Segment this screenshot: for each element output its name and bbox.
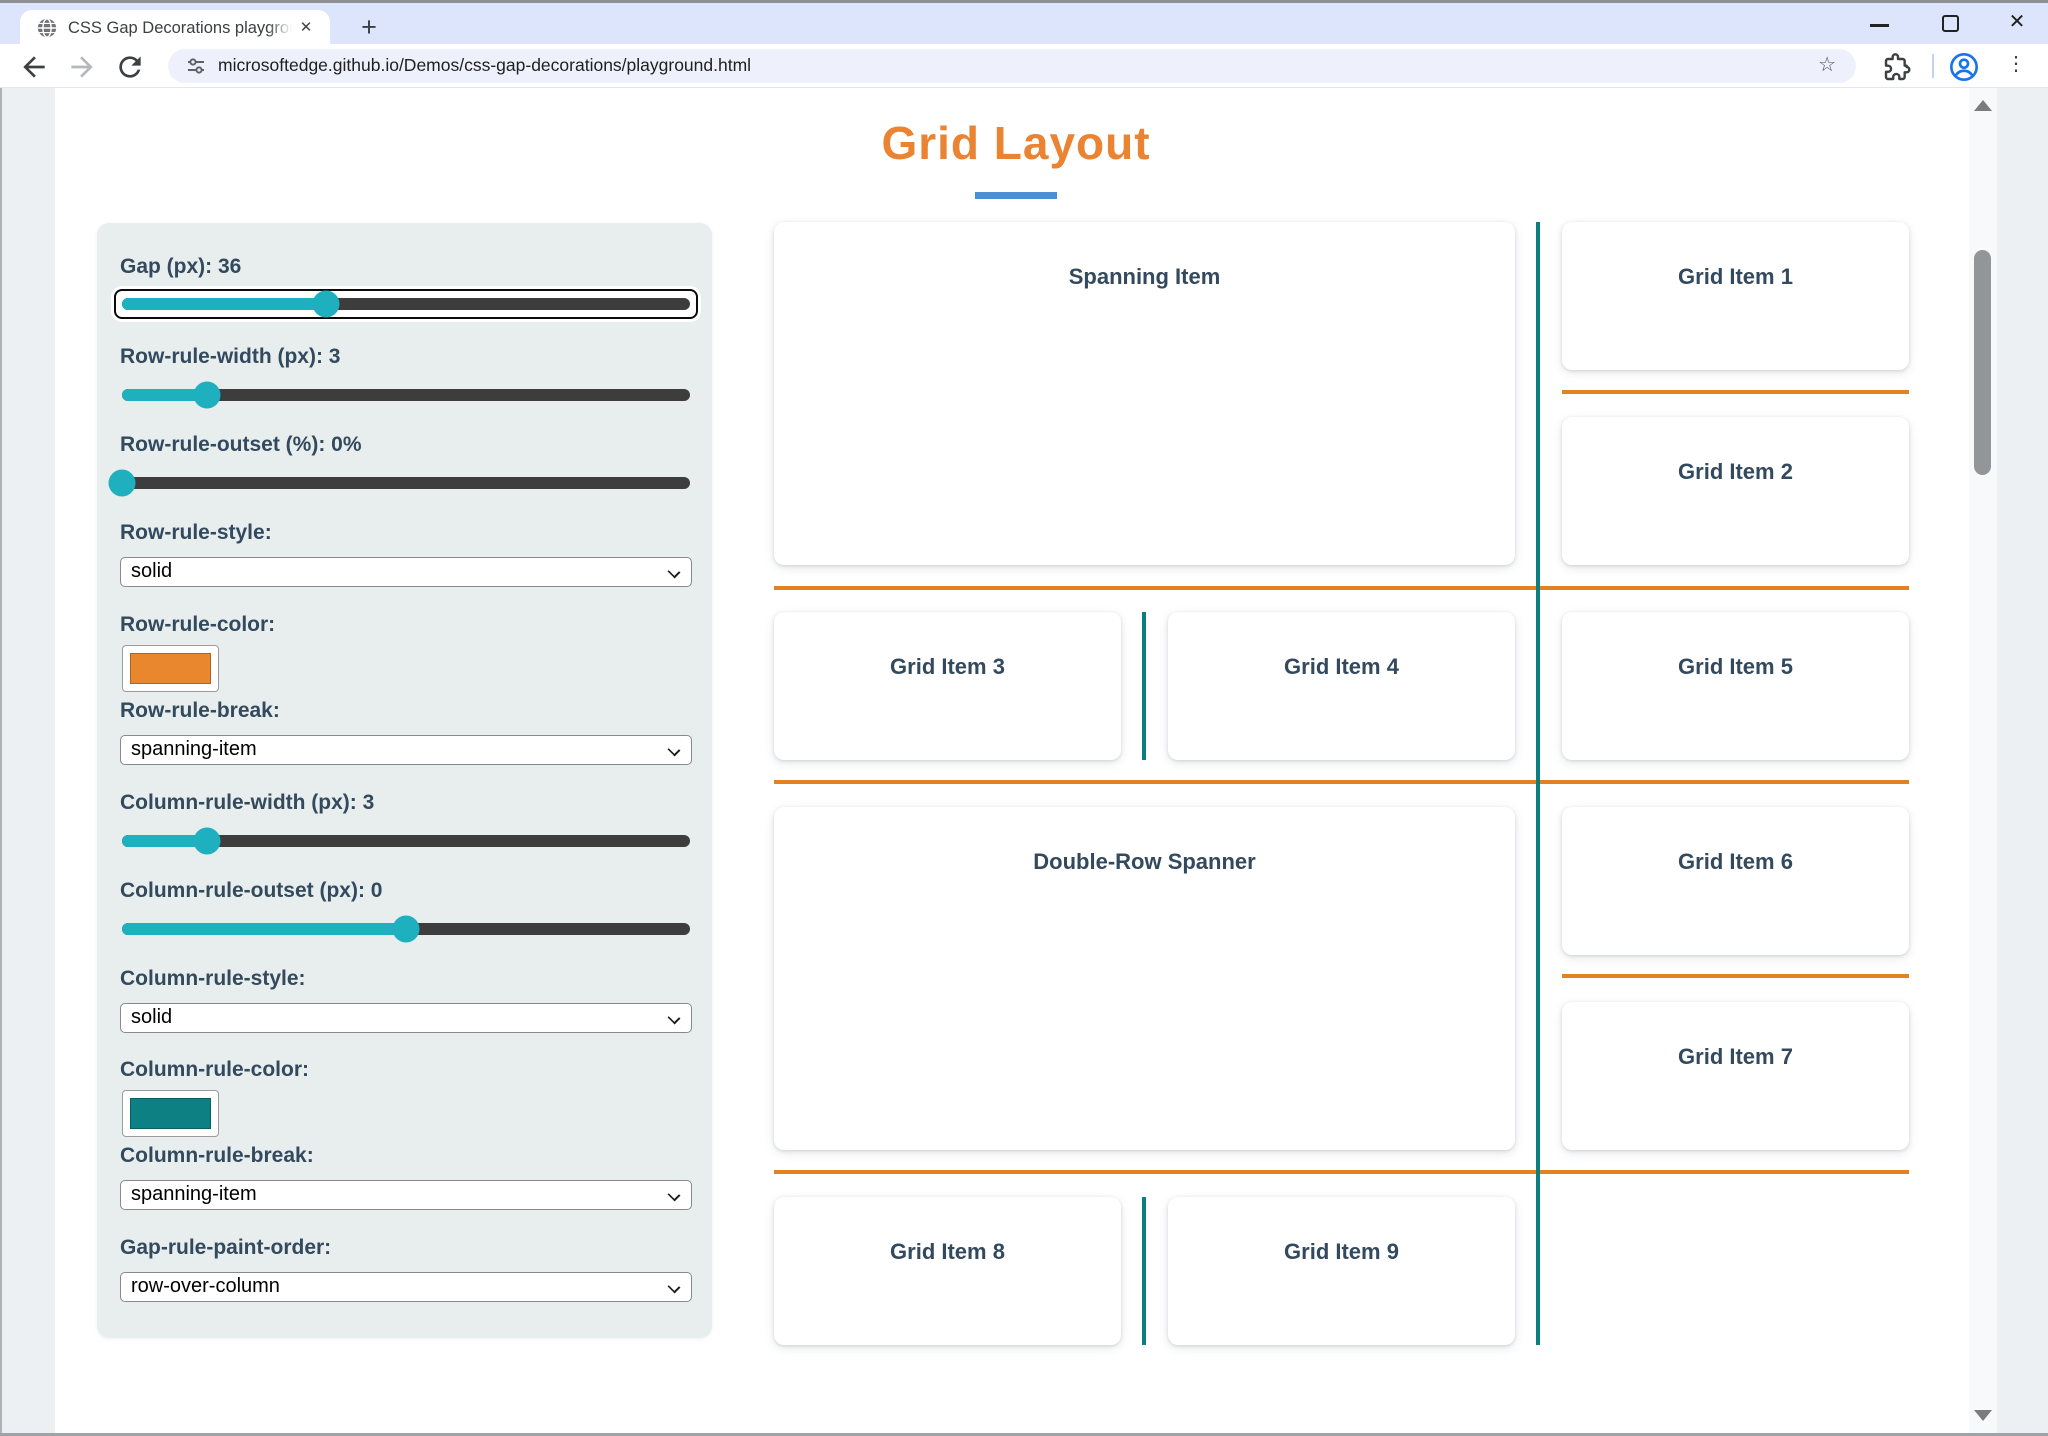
grid-card-5: Grid Item 5: [1562, 612, 1909, 760]
row-rule-break-value: spanning-item: [131, 738, 257, 760]
column-rule-outset-slider[interactable]: [122, 915, 690, 943]
profile-avatar-icon[interactable]: [1948, 51, 1980, 83]
grid-card-4: Grid Item 4: [1168, 612, 1515, 760]
forward-button[interactable]: [66, 51, 98, 83]
gap-slider[interactable]: [122, 290, 690, 318]
row-rule-width-label: Row-rule-width (px): 3: [120, 345, 341, 368]
column-rule-width-slider-thumb[interactable]: [193, 827, 221, 855]
extensions-puzzle-icon[interactable]: [1880, 51, 1912, 83]
gap-slider-thumb[interactable]: [312, 290, 340, 318]
row-rule-color-swatch: [130, 653, 211, 684]
column-rule-color-swatch: [130, 1098, 211, 1129]
grid-card-6: Grid Item 6: [1562, 807, 1909, 955]
gap-rule-paint-order-value: row-over-column: [131, 1275, 280, 1297]
bookmark-star-icon[interactable]: ☆: [1818, 54, 1836, 76]
grid-demo: Spanning Item Grid Item 1 Grid Item 2 Gr…: [774, 222, 1909, 1345]
browser-tab[interactable]: CSS Gap Decorations playgroun ✕: [20, 10, 330, 47]
reload-button[interactable]: [114, 51, 146, 83]
site-settings-icon[interactable]: [186, 56, 206, 76]
scroll-up-arrow-icon[interactable]: [1974, 100, 1992, 111]
column-rule-long: [1536, 222, 1540, 1345]
row-rule-color-label: Row-rule-color:: [120, 613, 276, 636]
column-rule-short-r3: [1142, 612, 1146, 760]
scrollbar-thumb[interactable]: [1974, 250, 1991, 475]
grid-card-double-row-spanner: Double-Row Spanner: [774, 807, 1515, 1150]
tab-strip: CSS Gap Decorations playgroun ✕ + ✕: [0, 0, 2048, 47]
page-title: Grid Layout: [881, 117, 1151, 169]
column-rule-break-select[interactable]: spanning-item: [120, 1180, 692, 1210]
tab-close-icon[interactable]: ✕: [299, 19, 313, 36]
row-rule-style-label: Row-rule-style:: [120, 521, 272, 544]
toolbar-separator: [1932, 54, 1934, 78]
column-rule-short-r6: [1142, 1197, 1146, 1345]
grid-card-7: Grid Item 7: [1562, 1002, 1909, 1150]
row-rule-break-select[interactable]: spanning-item: [120, 735, 692, 765]
row-rule-full-3: [774, 1170, 1909, 1174]
gap-label: Gap (px): 36: [120, 255, 242, 278]
row-rule-outset-slider-thumb[interactable]: [108, 469, 136, 497]
tab-title: CSS Gap Decorations playgroun: [68, 19, 298, 37]
browser-toolbar: microsoftedge.github.io/Demos/css-gap-de…: [0, 44, 2048, 88]
grid-card-3: Grid Item 3: [774, 612, 1121, 760]
gap-rule-paint-order-label: Gap-rule-paint-order:: [120, 1236, 332, 1259]
row-rule-full-1: [774, 586, 1909, 590]
column-rule-style-value: solid: [131, 1006, 173, 1028]
column-rule-width-label: Column-rule-width (px): 3: [120, 791, 375, 814]
back-button[interactable]: [18, 51, 50, 83]
row-rule-col3-r1: [1562, 390, 1909, 394]
gap-rule-paint-order-select[interactable]: row-over-column: [120, 1272, 692, 1302]
grid-card-spanning: Spanning Item: [774, 222, 1515, 565]
row-rule-outset-label: Row-rule-outset (%): 0%: [120, 433, 362, 456]
chevron-down-icon: [667, 1011, 681, 1025]
row-rule-width-slider-thumb[interactable]: [193, 381, 221, 409]
column-rule-style-label: Column-rule-style:: [120, 967, 306, 990]
browser-menu-icon[interactable]: ⋮: [2006, 53, 2026, 75]
close-icon: ✕: [2008, 11, 2026, 33]
grid-card-9: Grid Item 9: [1168, 1197, 1515, 1345]
grid-card-2: Grid Item 2: [1562, 417, 1909, 565]
row-rule-break-label: Row-rule-break:: [120, 699, 280, 722]
tab-title-fade: [268, 16, 302, 42]
globe-favicon: [37, 18, 57, 38]
row-rule-style-value: solid: [131, 560, 173, 582]
row-rule-color-picker[interactable]: [122, 645, 219, 692]
column-rule-outset-label: Column-rule-outset (px): 0: [120, 879, 383, 902]
chevron-down-icon: [667, 1280, 681, 1294]
window-minimize-button[interactable]: [1848, 3, 1912, 45]
maximize-icon: [1942, 15, 1959, 32]
scroll-down-arrow-icon[interactable]: [1974, 1410, 1992, 1421]
url-text[interactable]: microsoftedge.github.io/Demos/css-gap-de…: [218, 55, 752, 75]
column-rule-outset-slider-thumb[interactable]: [392, 915, 420, 943]
controls-panel: Gap (px): 36 Row-rule-width (px): 3 Row-…: [97, 223, 712, 1338]
window-bottom-edge: [0, 1433, 2048, 1436]
column-rule-break-label: Column-rule-break:: [120, 1144, 314, 1167]
row-rule-width-slider[interactable]: [122, 381, 690, 409]
column-rule-style-select[interactable]: solid: [120, 1003, 692, 1033]
row-rule-full-2: [774, 780, 1909, 784]
column-rule-color-picker[interactable]: [122, 1090, 219, 1137]
chevron-down-icon: [667, 565, 681, 579]
row-rule-style-select[interactable]: solid: [120, 557, 692, 587]
url-bar[interactable]: microsoftedge.github.io/Demos/css-gap-de…: [168, 49, 1856, 83]
row-rule-col3-r4: [1562, 974, 1909, 978]
page-background: Grid Layout Gap (px): 36 Row-rule-width …: [0, 88, 2048, 1433]
row-rule-outset-slider[interactable]: [108, 469, 690, 497]
column-rule-color-label: Column-rule-color:: [120, 1058, 309, 1081]
grid-card-8: Grid Item 8: [774, 1197, 1121, 1345]
column-rule-break-value: spanning-item: [131, 1183, 257, 1205]
chevron-down-icon: [667, 743, 681, 757]
page-scrollbar[interactable]: [1969, 88, 1997, 1433]
column-rule-width-slider[interactable]: [122, 827, 690, 855]
grid-card-1: Grid Item 1: [1562, 222, 1909, 370]
new-tab-button[interactable]: +: [361, 12, 377, 42]
chevron-down-icon: [667, 1188, 681, 1202]
minimize-icon: [1870, 24, 1889, 27]
main-content: Grid Layout Gap (px): 36 Row-rule-width …: [55, 88, 1977, 1433]
window-close-button[interactable]: ✕: [1985, 3, 2048, 45]
window-maximize-button[interactable]: [1918, 3, 1982, 45]
title-underline: [975, 192, 1057, 199]
